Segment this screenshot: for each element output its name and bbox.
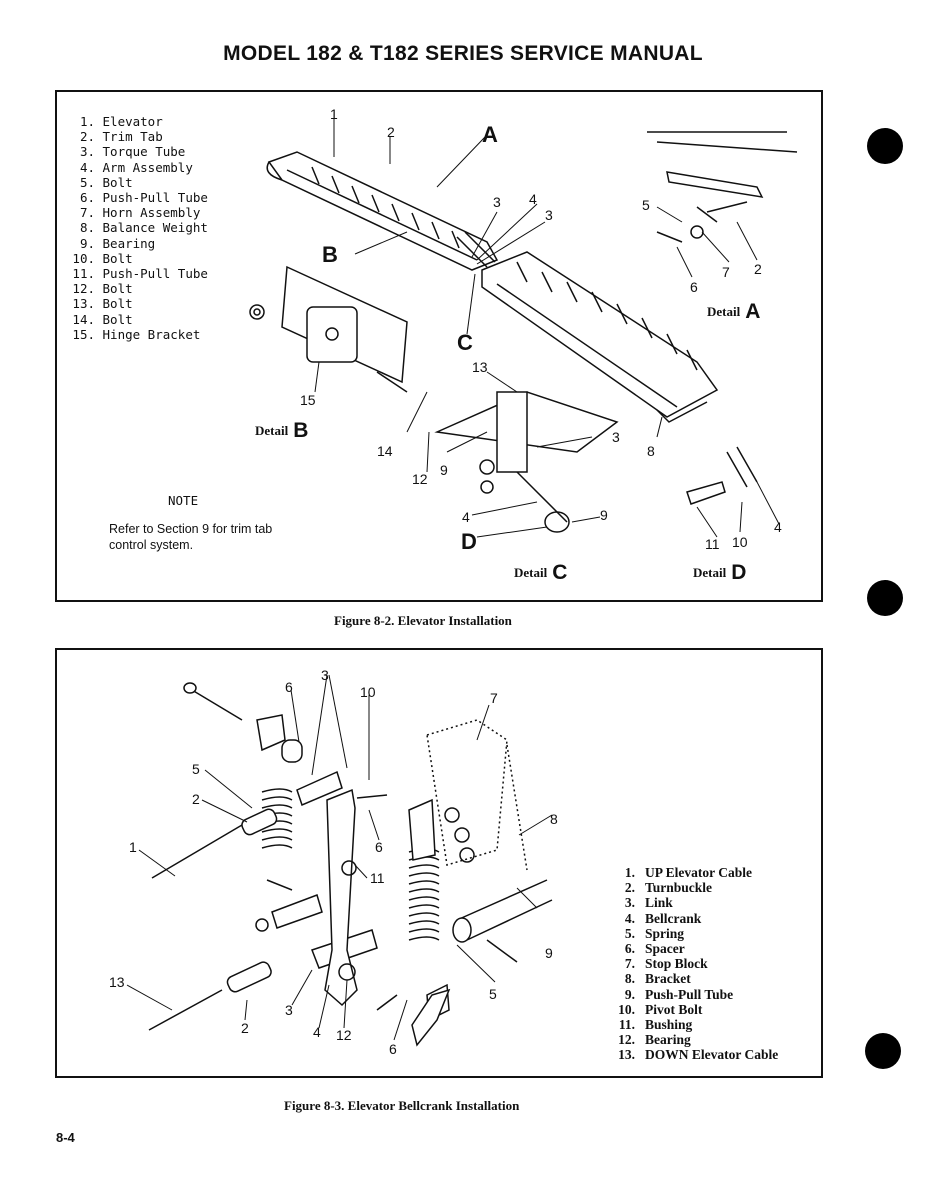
callout-1: 1 [330,106,338,122]
legend-item: 7. Horn Assembly [79,205,201,221]
callout-13: 13 [109,974,125,990]
legend-item: 13.DOWN Elevator Cable [618,1047,779,1063]
legend-item: 6. Push-Pull Tube [79,190,208,206]
callout-7: 7 [722,264,730,280]
legend-item: 11.Bushing [618,1017,693,1033]
legend-item: 12. Bolt [72,281,133,297]
callout-4: 4 [462,509,470,525]
callout-4: 4 [774,519,782,535]
callout-3: 3 [285,1002,293,1018]
figure-elevator-installation: 1 2 A 3 4 3 B C 5 7 2 6 13 15 14 12 3 8 … [55,90,823,602]
legend-item: 1.UP Elevator Cable [624,865,752,880]
callout-6: 6 [389,1041,397,1057]
callout-10: 10 [360,684,376,700]
note-heading: NOTE [168,493,199,508]
callout-A: A [482,122,498,147]
legend-item: 10.Pivot Bolt [618,1001,703,1017]
legend-item: 9. Bearing [79,235,156,251]
figure-8-2-legend: 1. Elevator 2. Trim Tab 3. Torque Tube 4… [67,114,208,342]
figure-8-3-caption: Figure 8-3. Elevator Bellcrank Installat… [284,1098,520,1113]
callout-4: 4 [529,191,537,207]
callout-2: 2 [754,261,762,277]
callout-8: 8 [647,443,655,459]
page-title: MODEL 182 & T182 SERIES SERVICE MANUAL [223,42,703,65]
callout-12: 12 [336,1027,352,1043]
legend-item: 4. Arm Assembly [79,159,193,175]
figure-8-2-caption: Figure 8-2. Elevator Installation [334,613,512,628]
legend-item: 8. Balance Weight [79,220,208,236]
binder-hole [867,128,903,164]
callout-B: B [322,242,338,267]
binder-hole [865,1033,901,1069]
callout-7: 7 [490,690,498,706]
callout-9: 9 [600,507,608,523]
callout-C: C [457,330,473,355]
legend-item: 12.Bearing [618,1032,691,1048]
legend-item: 11. Push-Pull Tube [72,266,208,282]
callout-4: 4 [313,1024,321,1040]
legend-item: 9.Push-Pull Tube [624,986,734,1002]
note-text: Refer to Section 9 for trim tab control … [109,522,273,552]
legend-item: 2.Turnbuckle [624,880,713,896]
legend-item: 3.Link [624,895,673,911]
callout-10: 10 [732,534,748,550]
legend-item: 5. Bolt [79,174,133,190]
callout-5: 5 [192,761,200,777]
figure-elevator-bellcrank-installation: 6 3 10 7 5 2 1 8 6 11 9 13 5 3 2 4 12 6 … [55,648,823,1078]
callout-9: 9 [545,945,553,961]
legend-item: 3. Torque Tube [79,144,186,160]
callout-5: 5 [642,197,650,213]
callout-3: 3 [493,194,501,210]
callout-1: 1 [129,839,137,855]
legend-item: 15. Hinge Bracket [72,326,201,342]
legend-item: 5.Spring [624,925,685,941]
callout-9: 9 [440,462,448,478]
elevator-installation-drawing: 1 2 A 3 4 3 B C 5 7 2 6 13 15 14 12 3 8 … [249,106,798,554]
legend-item: 4.Bellcrank [624,910,702,926]
callout-2: 2 [192,791,200,807]
binder-hole [867,580,903,616]
callout-6: 6 [285,679,293,695]
callout-8: 8 [550,811,558,827]
callout-3: 3 [321,667,329,683]
legend-item: 10. Bolt [72,250,133,266]
page-number: 8-4 [56,1130,75,1145]
callout-14: 14 [377,443,393,459]
legend-item: 8.Bracket [624,971,691,987]
callout-6: 6 [690,279,698,295]
callout-11: 11 [705,536,720,552]
legend-item: 13. Bolt [72,296,133,312]
callout-3: 3 [545,207,553,223]
callout-15: 15 [300,392,316,408]
legend-item: 6.Spacer [624,941,685,957]
figure-8-3-legend: 1.UP Elevator Cable 2.Turnbuckle 3.Link … [613,865,778,1063]
callout-5: 5 [489,986,497,1002]
callout-11: 11 [370,870,385,886]
callout-3: 3 [612,429,620,445]
callout-6: 6 [375,839,383,855]
callout-12: 12 [412,471,428,487]
callout-2: 2 [241,1020,249,1036]
legend-item: 2. Trim Tab [79,129,163,145]
legend-item: 7.Stop Block [624,956,708,972]
bellcrank-installation-drawing: 6 3 10 7 5 2 1 8 6 11 9 13 5 3 2 4 12 6 [109,667,558,1057]
callout-13: 13 [472,359,488,375]
callout-D: D [461,529,477,554]
legend-item: 1. Elevator [79,114,163,129]
callout-2: 2 [387,124,395,140]
legend-item: 14. Bolt [72,311,133,327]
